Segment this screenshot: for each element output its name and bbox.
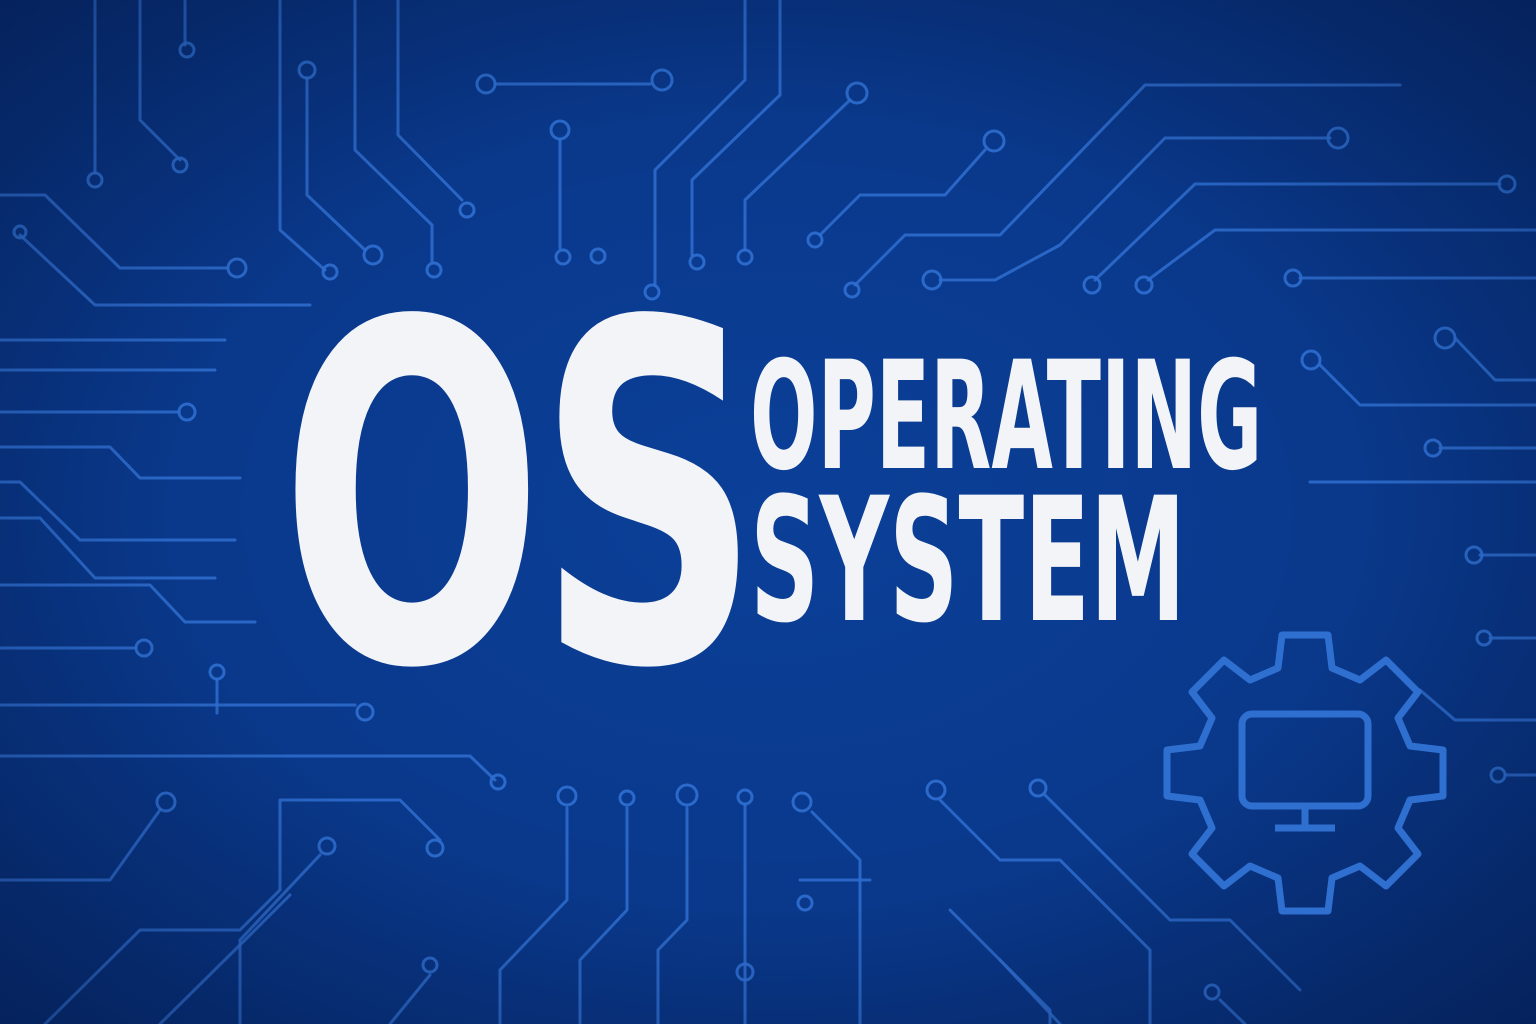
os-abbreviation: OS [280, 224, 761, 771]
circuit-traces-bottom [0, 778, 1302, 1024]
title-line-system: SYSTEM [750, 460, 1186, 661]
title-line-operating: OPERATING [750, 330, 1263, 504]
title-block: OS OPERATING SYSTEM [280, 224, 1270, 771]
circuit-traces-left [0, 338, 507, 791]
circuit-traces-top-left [0, 0, 869, 307]
circuit-traces-top-right [806, 83, 1536, 784]
gear-with-monitor-icon [1163, 631, 1447, 915]
